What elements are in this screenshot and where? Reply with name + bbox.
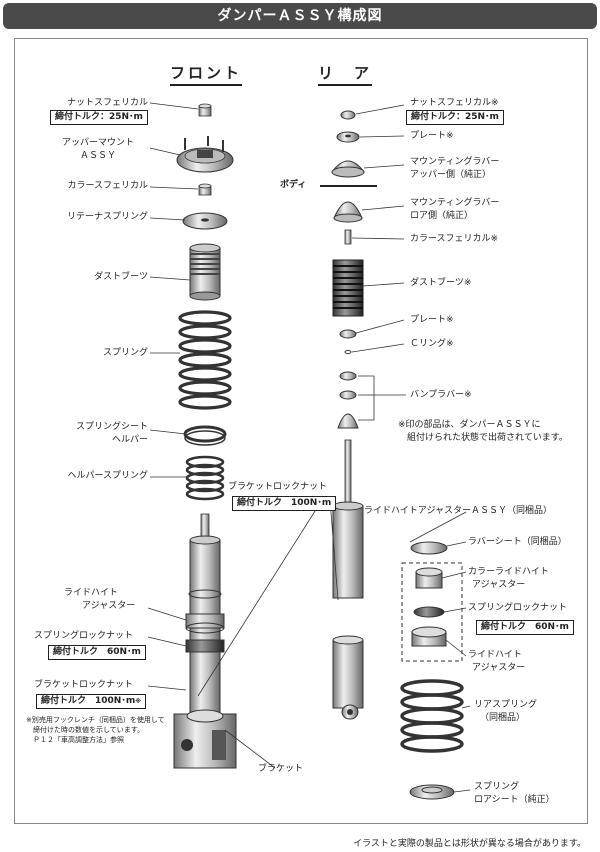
front-upper-mount-label-2: ＡＳＳＹ bbox=[80, 151, 117, 161]
rear-mount-upper-part bbox=[331, 160, 365, 178]
front-ride-height-label-2: アジャスター bbox=[82, 601, 136, 611]
front-column-heading: フロント bbox=[170, 62, 243, 86]
rear-lower-seat-label-2: ロアシート（純正） bbox=[474, 795, 555, 805]
front-collar-part bbox=[198, 183, 212, 196]
front-note-line-3: Ｐ１２「車高調整方法」参照 bbox=[26, 736, 124, 744]
rear-plate-1-part bbox=[336, 131, 360, 143]
rear-mount-upper-label-1: マウンティングラバー bbox=[410, 157, 500, 167]
front-ride-height-label-1: ライドハイト bbox=[64, 588, 118, 598]
footer-disclaimer: イラストと実際の製品とは形状が異なる場合があります。 bbox=[353, 839, 586, 849]
front-collar-label: カラースフェリカル bbox=[67, 181, 148, 191]
rear-ride-height-assy-label: ライドハイトアジャスターＡＳＳＹ（同梱品） bbox=[364, 506, 553, 516]
front-lock-nut-label: スプリングロックナット bbox=[34, 631, 134, 641]
rear-bracket-nut-torque: 締付トルク 100N･m bbox=[232, 496, 337, 511]
rear-plate-2-part bbox=[339, 329, 357, 339]
rear-dust-boot-label: ダストブーツ※ bbox=[410, 278, 472, 288]
rear-ride-height-label-1: ライドハイト bbox=[468, 650, 522, 660]
body-label: ボディ bbox=[280, 180, 307, 190]
rear-mount-lower-part bbox=[333, 201, 363, 223]
rear-lock-nut-torque: 締付トルク 60N･m bbox=[476, 620, 574, 635]
rear-rubber-sheet-part bbox=[410, 541, 448, 555]
rear-asterisk-note-2: 組付けられた状態で出荷されています。 bbox=[398, 433, 568, 443]
front-bracket-label: ブラケット bbox=[258, 764, 304, 774]
front-damper-body-part bbox=[188, 513, 222, 721]
front-nut-part bbox=[198, 103, 212, 117]
rear-lock-nut-part bbox=[413, 606, 445, 618]
front-spring-seat-helper-part bbox=[183, 425, 227, 446]
rear-asterisk-note-1: ※印の部品は、ダンパーＡＳＳＹに bbox=[398, 420, 541, 430]
rear-lock-nut-label: スプリングロックナット bbox=[468, 603, 568, 613]
front-retainer-label: リテーナスプリング bbox=[66, 212, 148, 222]
rear-mount-upper-label-2: アッパー側（純正） bbox=[410, 170, 492, 180]
rear-c-ring-part bbox=[344, 350, 352, 354]
rear-mount-lower-label-1: マウンティングラバー bbox=[410, 198, 500, 208]
front-spring-seat-helper-label-2: ヘルパー bbox=[111, 435, 148, 445]
rear-bracket-nut-label: ブラケットロックナット bbox=[228, 482, 328, 492]
rear-c-ring-label: Ｃリング※ bbox=[410, 339, 454, 349]
front-bracket-part bbox=[173, 709, 237, 769]
front-bracket-nut-label: ブラケットロックナット bbox=[34, 680, 134, 690]
rear-spring-label-1: リアスプリング bbox=[474, 700, 538, 710]
front-helper-spring-part bbox=[185, 455, 225, 501]
rear-collar-ride-part bbox=[415, 567, 443, 589]
diagram-frame bbox=[14, 38, 588, 824]
front-nut-torque: 締付トルク：25N･m bbox=[50, 110, 148, 125]
rear-bump-rubber-label: バンプラバー※ bbox=[410, 390, 472, 400]
front-note-line-2: 締付けた時の数値を示しています。 bbox=[26, 726, 145, 734]
rear-rubber-sheet-label: ラバーシート（同梱品） bbox=[468, 537, 567, 547]
front-lock-nut-part bbox=[185, 639, 225, 653]
front-dust-boot-label: ダストブーツ bbox=[94, 272, 148, 282]
rear-ride-height-label-2: アジャスター bbox=[472, 663, 526, 673]
front-upper-mount-label-1: アッパーマウント bbox=[62, 138, 135, 148]
rear-ride-height-part bbox=[411, 626, 447, 647]
rear-lower-seat-label-1: スプリング bbox=[474, 782, 520, 792]
rear-nut-torque: 締付トルク：25N･m bbox=[406, 110, 504, 125]
rear-dust-boot-part bbox=[332, 259, 364, 317]
front-spring-seat-helper-label-1: スプリングシート bbox=[75, 422, 148, 432]
rear-spring-part bbox=[400, 679, 464, 753]
rear-mount-lower-label-2: ロア側（純正） bbox=[410, 211, 474, 221]
front-dust-boot-part bbox=[189, 243, 221, 301]
rear-damper-body-part bbox=[332, 439, 364, 599]
rear-plate-1-label: プレート※ bbox=[410, 131, 454, 141]
front-main-spring-part bbox=[178, 310, 232, 410]
rear-nut-part bbox=[340, 110, 356, 120]
leader-lines bbox=[147, 102, 471, 793]
rear-column-heading: リ ア bbox=[318, 62, 373, 86]
rear-collar-label: カラースフェリカル※ bbox=[410, 234, 499, 244]
front-nut-label: ナットスフェリカル bbox=[66, 98, 148, 108]
rear-lower-damper-part bbox=[332, 635, 364, 720]
rear-nut-label: ナットスフェリカル※ bbox=[410, 98, 499, 108]
rear-bump-rubber-part bbox=[337, 371, 359, 429]
front-note-line-1: ※別売用フックレンチ（同梱品）を使用して bbox=[26, 716, 165, 724]
rear-collar-ride-label-2: アジャスター bbox=[472, 580, 526, 590]
rear-adjuster-assy-box bbox=[401, 562, 463, 662]
rear-lower-seat-part bbox=[409, 784, 455, 800]
front-bracket-nut-torque: 締付トルク 100N･m※ bbox=[36, 694, 147, 709]
rear-collar-part bbox=[344, 229, 352, 245]
rear-collar-ride-label-1: カラーライドハイト bbox=[468, 567, 549, 577]
front-upper-mount-part bbox=[176, 136, 234, 173]
rear-plate-2-label: プレート※ bbox=[410, 315, 454, 325]
rear-spring-label-2: （同梱品） bbox=[480, 713, 526, 723]
front-lock-nut-torque: 締付トルク 60N･m bbox=[48, 645, 146, 660]
front-spring-label: スプリング bbox=[102, 348, 148, 358]
front-retainer-part bbox=[182, 212, 228, 230]
front-ride-height-adjuster-part bbox=[185, 613, 225, 634]
front-helper-spring-label: ヘルパースプリング bbox=[67, 471, 148, 481]
diagram-title: ダンパーＡＳＳＹ構成図 bbox=[3, 3, 597, 29]
